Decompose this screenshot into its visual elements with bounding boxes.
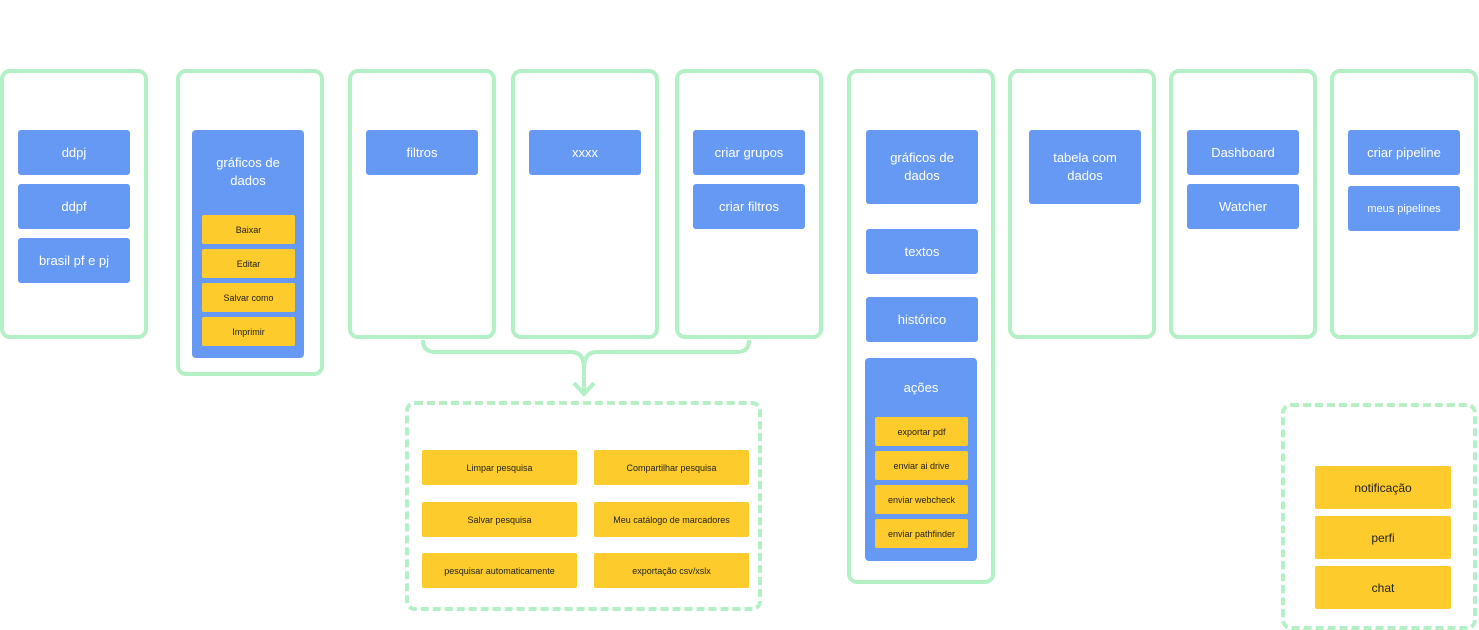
criar-grupos-button[interactable]: criar grupos	[693, 130, 805, 175]
salvar-pesquisa-button[interactable]: Salvar pesquisa	[422, 502, 577, 537]
exportacao-csv-button[interactable]: exportação csv/xslx	[594, 553, 749, 588]
pesquisar-automaticamente-button[interactable]: pesquisar automaticamente	[422, 553, 577, 588]
meus-pipelines-button[interactable]: meus pipelines	[1348, 186, 1460, 231]
editar-button[interactable]: Editar	[202, 249, 295, 278]
notificacao-button[interactable]: notificação	[1315, 466, 1451, 509]
brasil-pf-pj-button[interactable]: brasil pf e pj	[18, 238, 130, 283]
textos-button[interactable]: textos	[866, 229, 978, 274]
xxxx-button[interactable]: xxxx	[529, 130, 641, 175]
perfil-button[interactable]: perfi	[1315, 516, 1451, 559]
enviar-webcheck-button[interactable]: enviar webcheck	[875, 485, 968, 514]
dashboard-button[interactable]: Dashboard	[1187, 130, 1299, 175]
salvar-como-button[interactable]: Salvar como	[202, 283, 295, 312]
graficos-panel-title: gráficos de dados	[216, 155, 280, 188]
baixar-button[interactable]: Baixar	[202, 215, 295, 244]
filtros-button[interactable]: filtros	[366, 130, 478, 175]
frame-tabela	[1008, 69, 1156, 339]
historico-button[interactable]: histórico	[866, 297, 978, 342]
tabela-com-dados-button[interactable]: tabela com dados	[1029, 130, 1141, 204]
enviar-ai-drive-button[interactable]: enviar ai drive	[875, 451, 968, 480]
acoes-panel-title: ações	[903, 380, 939, 395]
enviar-pathfinder-button[interactable]: enviar pathfinder	[875, 519, 968, 548]
limpar-pesquisa-button[interactable]: Limpar pesquisa	[422, 450, 577, 485]
frame-xxxx	[511, 69, 659, 339]
exportar-pdf-button[interactable]: exportar pdf	[875, 417, 968, 446]
graficos-de-dados-button[interactable]: gráficos de dados	[866, 130, 978, 204]
ddpf-button[interactable]: ddpf	[18, 184, 130, 229]
criar-pipeline-button[interactable]: criar pipeline	[1348, 130, 1460, 175]
criar-filtros-button[interactable]: criar filtros	[693, 184, 805, 229]
compartilhar-pesquisa-button[interactable]: Compartilhar pesquisa	[594, 450, 749, 485]
imprimir-button[interactable]: Imprimir	[202, 317, 295, 346]
catalogo-marcadores-button[interactable]: Meu catálogo de marcadores	[594, 502, 749, 537]
chat-button[interactable]: chat	[1315, 566, 1451, 609]
frame-filtros	[348, 69, 496, 339]
ddpj-button[interactable]: ddpj	[18, 130, 130, 175]
watcher-button[interactable]: Watcher	[1187, 184, 1299, 229]
